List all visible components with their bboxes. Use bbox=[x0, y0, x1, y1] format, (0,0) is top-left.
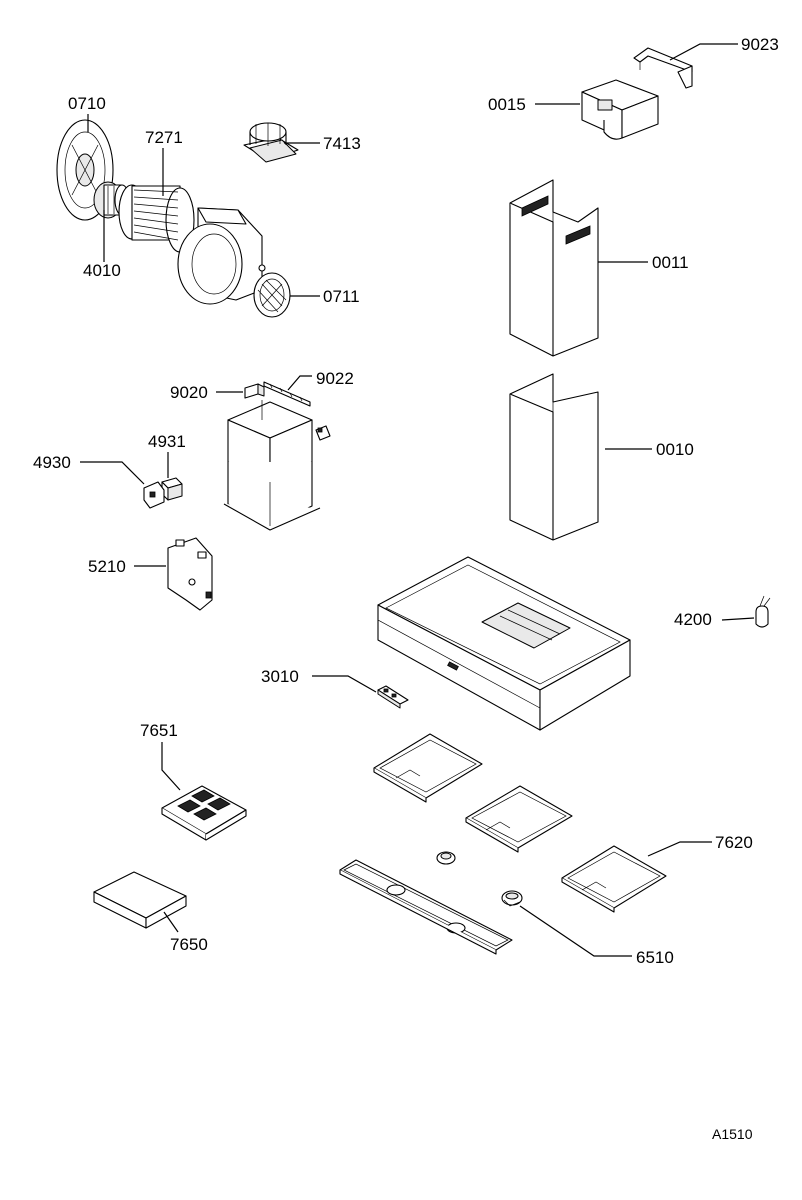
label-4010: 4010 bbox=[83, 261, 121, 280]
leader-6510 bbox=[519, 905, 632, 957]
label-3010: 3010 bbox=[261, 667, 299, 686]
label-0015: 0015 bbox=[488, 95, 526, 114]
label-9023: 9023 bbox=[741, 35, 779, 54]
part-5210-cover-plate bbox=[167, 537, 213, 611]
label-4200: 4200 bbox=[674, 610, 712, 629]
label-0010: 0010 bbox=[656, 440, 694, 459]
part-3010-switch-module bbox=[377, 685, 409, 709]
label-0711: 0711 bbox=[323, 287, 360, 306]
part-9020-clip bbox=[244, 383, 265, 399]
part-6510-lamp bbox=[501, 890, 523, 907]
label-6510: 6510 bbox=[636, 948, 674, 967]
part-0011-upper-chimney bbox=[509, 179, 599, 357]
leader-9022 bbox=[287, 375, 312, 391]
leader-4930 bbox=[80, 461, 145, 485]
part-0010-lower-chimney bbox=[509, 373, 599, 541]
part-0015-duct-adapter bbox=[581, 79, 659, 140]
label-0011: 0011 bbox=[652, 253, 689, 272]
label-7620: 7620 bbox=[715, 833, 753, 852]
label-7271: 7271 bbox=[145, 128, 183, 147]
part-9023-bracket bbox=[633, 47, 693, 89]
leader-7650 bbox=[163, 911, 179, 933]
label-7413: 7413 bbox=[323, 134, 361, 153]
label-9020: 9020 bbox=[170, 383, 208, 402]
label-5210: 5210 bbox=[88, 557, 126, 576]
part-7620-grease-filter-3 bbox=[561, 845, 667, 913]
part-7650-carbon-filter bbox=[93, 871, 187, 929]
leader-9023 bbox=[669, 43, 738, 61]
halogen-lamp bbox=[436, 851, 456, 865]
electrical-control-box bbox=[223, 400, 331, 531]
part-4930-bracket bbox=[143, 481, 165, 509]
label-4931: 4931 bbox=[148, 432, 186, 451]
part-4200-capacitor bbox=[755, 595, 771, 628]
label-7650: 7650 bbox=[170, 935, 208, 954]
part-0711-grille bbox=[253, 264, 291, 318]
light-panel-strip bbox=[339, 859, 513, 955]
diagram-code: A1510 bbox=[712, 1126, 753, 1142]
leader-3010 bbox=[312, 675, 377, 693]
label-7651: 7651 bbox=[140, 721, 178, 740]
leader-7651 bbox=[161, 742, 181, 791]
label-0710: 0710 bbox=[68, 94, 106, 113]
part-4931-switch bbox=[161, 477, 183, 501]
part-7271-blower-wheel bbox=[118, 184, 195, 253]
leader-7620 bbox=[647, 841, 712, 857]
blower-housing bbox=[177, 207, 263, 305]
leader-4200 bbox=[721, 617, 755, 621]
label-9022: 9022 bbox=[316, 369, 354, 388]
label-4930: 4930 bbox=[33, 453, 71, 472]
hood-canopy bbox=[377, 556, 631, 731]
part-7620-grease-filter-1 bbox=[373, 733, 483, 803]
part-7620-grease-filter-2 bbox=[465, 785, 573, 853]
part-9022-bar bbox=[263, 381, 311, 407]
part-7651-filter-frame bbox=[161, 785, 247, 841]
